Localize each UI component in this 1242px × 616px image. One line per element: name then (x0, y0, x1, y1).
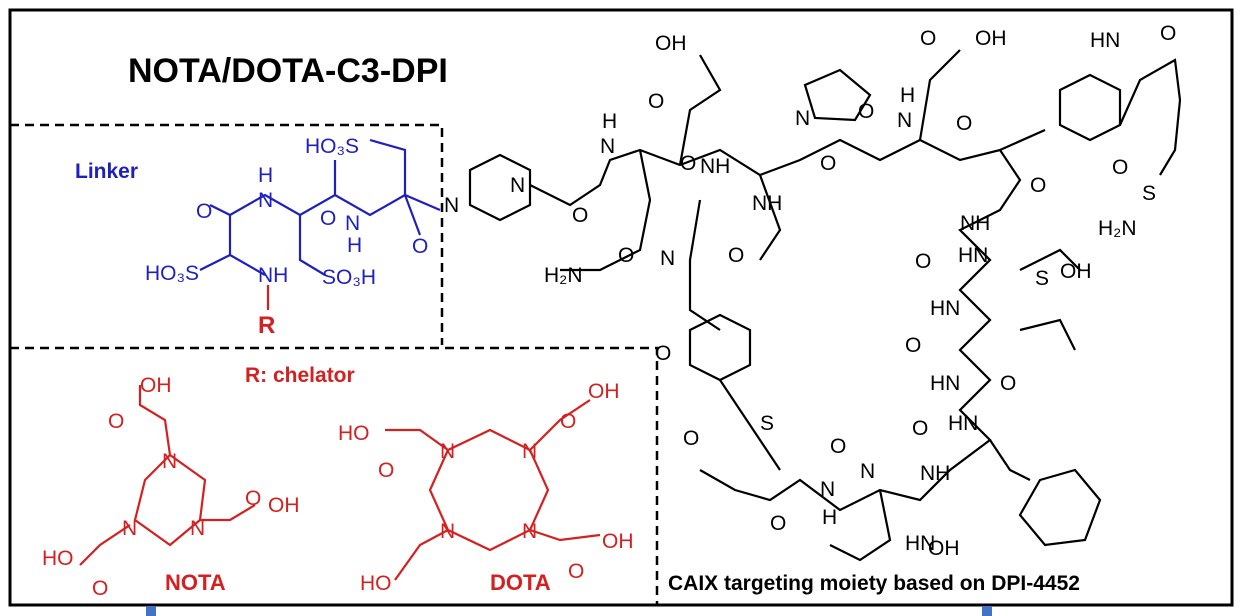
atom-label: N (860, 460, 875, 483)
atom-label: NH (752, 192, 782, 215)
atom-label: N (600, 135, 615, 158)
linker-bonds (199, 138, 441, 310)
atom-label: O (196, 200, 212, 223)
atom-label: O (905, 334, 921, 357)
atom-label: O (245, 487, 261, 510)
atom-label: O (618, 244, 634, 267)
atom-label: N (440, 440, 455, 463)
atom-label: O (683, 427, 699, 450)
atom-label: OH (268, 494, 300, 517)
atom-label: N (440, 520, 455, 543)
atom-label: N (345, 212, 360, 235)
atom-label: H (258, 164, 273, 187)
atom-label: N (522, 440, 537, 463)
atom-label: S (1035, 267, 1049, 290)
atom-label: O (108, 410, 124, 433)
atom-label: H (602, 110, 617, 133)
atom-label: HO (42, 547, 74, 570)
atom-label: O (915, 250, 931, 273)
atom-label: O (378, 459, 394, 482)
atom-label: O (655, 342, 671, 365)
chelator-label: R: chelator (245, 364, 355, 387)
atom-label: O (648, 90, 664, 113)
atom-label: OH (602, 530, 634, 553)
atom-label: N (122, 517, 137, 540)
atom-label: O (92, 577, 108, 600)
atom-label: H (347, 234, 362, 257)
caption: CAIX targeting moiety based on DPI-4452 (668, 572, 1080, 595)
atom-label: O (770, 512, 786, 535)
peptide-bonds (468, 49, 1182, 562)
atom-label: O (820, 152, 836, 175)
atom-label: O (572, 204, 588, 227)
atom-label: HO (360, 572, 392, 595)
linker-box (10, 123, 444, 345)
atom-label: N (897, 109, 912, 132)
atom-label: HN (930, 297, 960, 320)
atom-label: NH (258, 264, 288, 287)
atom-label: N (162, 450, 177, 473)
atom-label: O (1160, 22, 1176, 45)
atom-label: N (510, 174, 525, 197)
marker-right (982, 606, 992, 616)
atom-label: N (444, 194, 459, 217)
atom-label: HO (338, 422, 370, 445)
atom-label: O (912, 417, 928, 440)
atom-label: O (858, 100, 874, 123)
atom-label: O (920, 27, 936, 50)
atom-label: NH (920, 462, 950, 485)
atom-label: H₂N (1098, 217, 1136, 240)
marker-left (146, 606, 156, 616)
atom-label: N (522, 520, 537, 543)
atom-label: N (258, 189, 273, 212)
atom-label: O (320, 207, 336, 230)
atom-label: N (820, 478, 835, 501)
atom-label: O (728, 244, 744, 267)
atom-label: H (822, 506, 837, 529)
atom-label: O (956, 112, 972, 135)
nota-label: NOTA (165, 570, 226, 595)
atom-label: HN (930, 372, 960, 395)
atom-label: HN (948, 412, 978, 435)
atom-label: OH (140, 374, 172, 397)
atom-label: OH (928, 537, 960, 560)
atom-label: O (412, 235, 428, 258)
atom-label: N (795, 107, 810, 130)
atom-label: S (760, 412, 774, 435)
atom-label: H₂N (544, 264, 582, 287)
atom-label: N (190, 517, 205, 540)
atom-label: HN (958, 244, 988, 267)
r-group: R (258, 312, 275, 339)
title: NOTA/DOTA-C3-DPI (128, 52, 448, 90)
linker-label: Linker (75, 160, 138, 183)
atom-label: HO₃S (145, 262, 199, 285)
atom-label: NH (700, 155, 730, 178)
atom-label: N (660, 247, 675, 270)
atom-label: S (1142, 182, 1156, 205)
chelator-bonds (79, 385, 601, 581)
atom-label: O (680, 152, 696, 175)
atom-label: HN (1090, 29, 1120, 52)
atom-label: OH (655, 32, 687, 55)
atom-label: OH (1060, 260, 1092, 283)
atom-label: OH (588, 380, 620, 403)
atom-label: OH (975, 27, 1007, 50)
atom-label: O (560, 410, 576, 433)
atom-label: HO₃S (305, 135, 359, 158)
atom-label: H (900, 84, 915, 107)
atom-label: NH (960, 212, 990, 235)
atom-label: O (568, 560, 584, 583)
atom-label: HN (905, 532, 935, 555)
atom-label: O (1000, 372, 1016, 395)
dota-label: DOTA (490, 570, 551, 595)
atom-label: SO₃H (322, 266, 376, 289)
atom-label: O (1030, 174, 1046, 197)
atom-label: O (830, 435, 846, 458)
atom-label: O (1112, 156, 1128, 179)
chelator-box (10, 346, 659, 605)
outer-frame (8, 8, 1234, 607)
